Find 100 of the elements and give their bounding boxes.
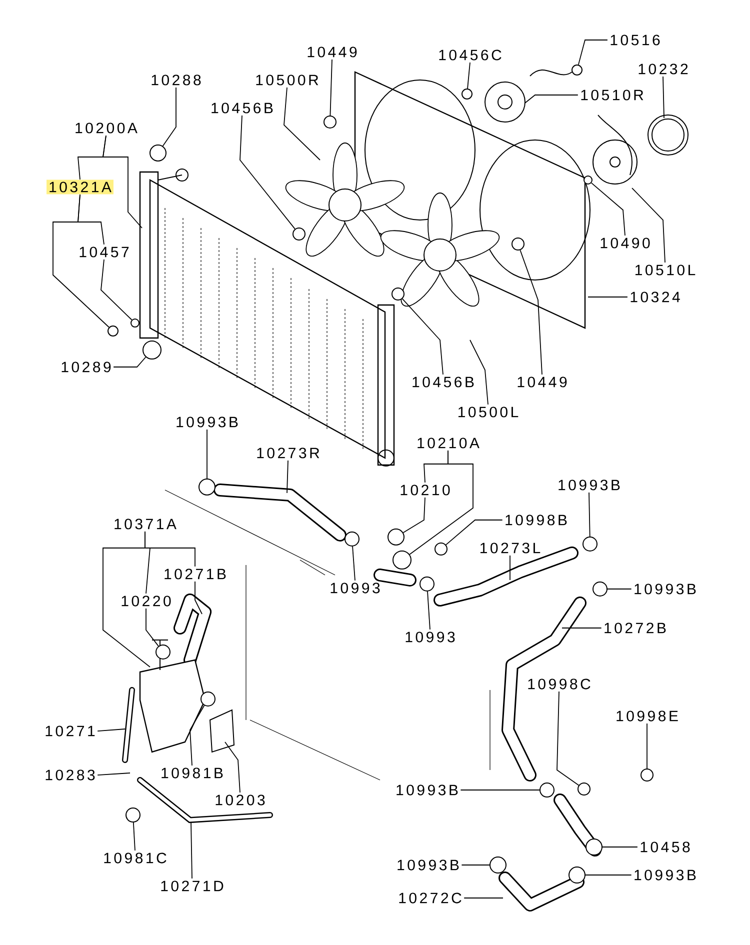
part-symbol: [150, 144, 166, 162]
leader-line: [467, 62, 470, 89]
leader-line: [402, 497, 426, 534]
leader-line: [146, 608, 159, 647]
leader-line: [100, 259, 132, 320]
leader-line: [578, 40, 608, 66]
callout-number: 10283: [46, 770, 95, 780]
callout-number: 10456B: [412, 376, 474, 388]
leader-line: [144, 531, 196, 567]
leader-line: [330, 59, 332, 116]
callout-number: 10288: [152, 74, 201, 86]
callout-number: 10981B: [162, 768, 223, 778]
callout-number: 10998E: [616, 710, 678, 722]
part-symbol: [392, 550, 412, 570]
callout-number: 10993B: [634, 584, 696, 594]
callout-number: 10993B: [634, 870, 696, 880]
callout-number: 10272B: [604, 622, 666, 634]
part-symbol: [126, 808, 140, 822]
leader-line: [607, 588, 632, 590]
callout-number: 10516: [610, 34, 660, 46]
leader-line: [588, 492, 590, 537]
part-symbol: [344, 532, 360, 546]
callout-number: 10993: [330, 582, 380, 594]
callout-number: 10458: [640, 842, 690, 852]
part-symbol: [434, 542, 448, 556]
part-symbol: [156, 644, 170, 660]
leader-line: [632, 188, 666, 263]
part-symbol: [462, 88, 472, 100]
part-symbol: [586, 838, 602, 856]
leader-line: [132, 822, 136, 851]
leader-line: [102, 135, 142, 228]
leader-line: [556, 691, 580, 786]
callout-number: 10500L: [458, 406, 518, 418]
part-symbol: [142, 340, 162, 360]
leader-line: [646, 723, 648, 769]
callout-number: 10993B: [398, 860, 459, 870]
callout-number: 10200A: [76, 122, 138, 134]
leader-line: [113, 356, 146, 368]
part-symbol: [540, 782, 554, 798]
part-symbol: [392, 288, 404, 300]
leader-line: [520, 250, 542, 375]
leader-line: [588, 296, 628, 298]
part-symbol: [584, 176, 592, 184]
part-symbol: [572, 64, 582, 76]
leader-line: [585, 874, 632, 876]
callout-number: 10449: [308, 46, 357, 58]
leader-line: [352, 546, 356, 581]
part-symbol: [490, 856, 506, 874]
callout-number: 10457: [80, 246, 129, 258]
callout-number: 10981C: [104, 852, 166, 864]
callout-number: 10490: [600, 238, 650, 248]
callout-number: 10456B: [212, 102, 273, 114]
callout-number: 10220: [122, 596, 171, 606]
callout-number: 10210: [400, 484, 450, 496]
part-symbol: [200, 692, 216, 706]
part-symbol: [568, 866, 586, 884]
part-symbol: [640, 768, 654, 782]
callout-number: 10510L: [636, 264, 696, 276]
leader-line: [52, 194, 110, 328]
callout-number: 10271B: [164, 568, 226, 580]
leader-line: [240, 115, 296, 230]
callout-number: 10456C: [439, 50, 502, 60]
part-symbol: [108, 326, 118, 336]
part-symbol: [512, 238, 524, 250]
callout-number: 10371A: [114, 518, 176, 530]
leader-line: [409, 450, 474, 555]
leader-line: [97, 772, 130, 776]
callout-number: 10272C: [399, 892, 462, 904]
part-symbol: [388, 528, 404, 546]
part-symbol: [420, 576, 434, 592]
leader-line: [190, 822, 192, 879]
leader-line: [662, 76, 664, 118]
leader-line: [402, 298, 444, 375]
callout-number: 10232: [638, 64, 688, 74]
callout-number: 10273R: [257, 448, 320, 458]
part-symbol: [582, 536, 598, 552]
leader-line: [284, 87, 320, 160]
callout-number: 10993: [406, 632, 455, 642]
leader-line: [162, 87, 176, 146]
part-symbol: [292, 228, 306, 240]
leader-line: [206, 429, 208, 479]
callout-number: 10998B: [506, 514, 567, 526]
part-symbol: [578, 782, 590, 796]
callout-number: 10998C: [528, 678, 590, 690]
callout-number: 10203: [216, 794, 265, 806]
callout-number: 10321A: [46, 180, 114, 194]
leader-line: [590, 182, 626, 236]
leader-line: [286, 460, 288, 494]
part-symbol: [130, 318, 140, 328]
callout-number: 10273L: [480, 542, 540, 554]
callout-number: 10993B: [396, 784, 458, 796]
leader-line: [446, 520, 503, 546]
callout-number: 10289: [62, 362, 111, 372]
leader-line: [190, 705, 205, 766]
part-symbol: [324, 116, 336, 128]
callout-number: 10210A: [418, 438, 480, 448]
callout-number: 10449: [518, 376, 567, 388]
callout-number: 10324: [630, 292, 680, 302]
leader-line: [194, 581, 202, 614]
callout-number: 10993B: [558, 480, 620, 490]
